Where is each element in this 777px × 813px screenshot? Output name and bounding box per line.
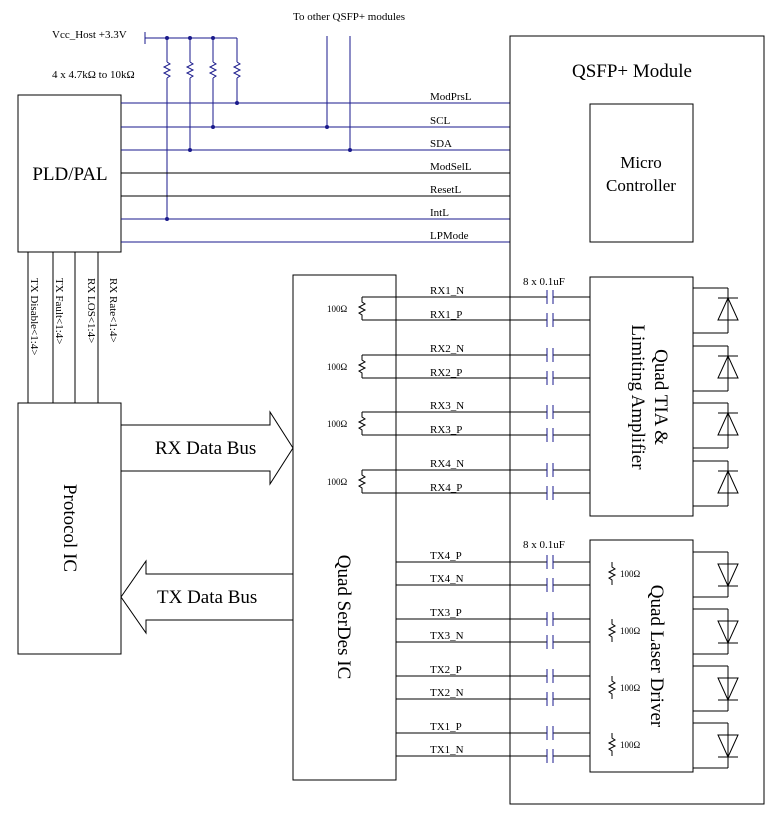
signal-intl: IntL	[430, 207, 449, 219]
tx3-p-label: TX3_P	[430, 607, 462, 619]
pullup-label: 4 x 4.7kΩ to 10kΩ	[52, 69, 135, 81]
signal-modsell: ModSelL	[430, 161, 472, 173]
tx-resistor-3: 100Ω	[620, 626, 641, 636]
rx-pair-3	[357, 405, 590, 442]
tx-resistor-1: 100Ω	[620, 740, 641, 750]
rx-pair-4	[357, 463, 590, 500]
rx1-p-label: RX1_P	[430, 309, 462, 321]
rx-resistor-3: 100Ω	[327, 419, 348, 429]
serdes-ic-block	[292, 274, 397, 781]
other-modules-label: To other QSFP+ modules	[293, 11, 405, 23]
qsfp-module-outline	[509, 35, 765, 805]
tx2-n-label: TX2_N	[430, 687, 464, 699]
rx1-n-label: RX1_N	[430, 285, 464, 297]
tx-pair-1	[396, 726, 617, 763]
tx-pair-4	[396, 555, 617, 592]
control-signal-lines	[121, 102, 510, 243]
rx4-p-label: RX4_P	[430, 482, 462, 494]
signal-sda: SDA	[430, 138, 452, 150]
signal-resetl: ResetL	[430, 184, 461, 196]
rx-resistor-2: 100Ω	[327, 362, 348, 372]
rx-photodiodes	[693, 287, 739, 507]
tx-pair-2	[396, 669, 617, 706]
signal-rx-los: RX LOS<1:4>	[85, 278, 97, 343]
rx2-n-label: RX2_N	[430, 343, 464, 355]
tx4-n-label: TX4_N	[430, 573, 464, 585]
tx2-p-label: TX2_P	[430, 664, 462, 676]
tx1-n-label: TX1_N	[430, 744, 464, 756]
quad-tia-line2: Limiting Amplifier	[627, 324, 648, 470]
quad-tia-block	[589, 276, 694, 517]
quad-laser-driver-block	[589, 539, 694, 773]
rx4-n-label: RX4_N	[430, 458, 464, 470]
rx-pair-2	[357, 348, 590, 385]
rx-resistor-1: 100Ω	[327, 304, 348, 314]
signal-modprsl: ModPrsL	[430, 91, 472, 103]
tx-laser-diodes	[693, 551, 739, 769]
tx-data-bus-label: TX Data Bus	[157, 587, 257, 608]
tx-cap-label: 8 x 0.1uF	[523, 539, 565, 551]
rx-pair-1	[357, 290, 590, 327]
rx-cap-label: 8 x 0.1uF	[523, 276, 565, 288]
vcc-rail	[144, 32, 237, 44]
rx-data-bus-label: RX Data Bus	[155, 438, 256, 459]
signal-tx-fault: TX Fault<1:4>	[53, 278, 65, 345]
rx-resistor-4: 100Ω	[327, 477, 348, 487]
pullup-resistors	[162, 38, 242, 221]
tx-resistor-2: 100Ω	[620, 683, 641, 693]
micro-controller-line2: Controller	[606, 176, 676, 195]
rx2-p-label: RX2_P	[430, 367, 462, 379]
vcc-label: Vcc_Host +3.3V	[52, 29, 127, 41]
micro-controller-block	[589, 103, 694, 243]
rx3-p-label: RX3_P	[430, 424, 462, 436]
signal-rx-rate: RX Rate<1:4>	[107, 278, 119, 343]
micro-controller-line1: Micro	[620, 153, 662, 172]
tx3-n-label: TX3_N	[430, 630, 464, 642]
tx-pair-3	[396, 612, 617, 649]
signal-scl: SCL	[430, 115, 450, 127]
rx-data-bus-arrow	[120, 410, 294, 486]
tx1-p-label: TX1_P	[430, 721, 462, 733]
rx3-n-label: RX3_N	[430, 400, 464, 412]
quad-tia-line1: Quad TIA &	[650, 349, 671, 445]
tx-resistor-4: 100Ω	[620, 569, 641, 579]
protocol-ic-block	[17, 402, 122, 655]
vertical-signal-lines	[27, 252, 99, 403]
signal-tx-disable: TX Disable<1:4>	[28, 278, 40, 355]
protocol-ic-label: Protocol IC	[59, 484, 80, 572]
serdes-ic-label: Quad SerDes IC	[333, 555, 354, 680]
tx4-p-label: TX4_P	[430, 550, 462, 562]
pld-pal-label: PLD/PAL	[32, 164, 107, 185]
bus-to-other-modules	[325, 36, 352, 152]
qsfp-module-label: QSFP+ Module	[572, 61, 692, 82]
signal-lpmode: LPMode	[430, 230, 469, 242]
quad-laser-driver-label: Quad Laser Driver	[646, 585, 667, 728]
